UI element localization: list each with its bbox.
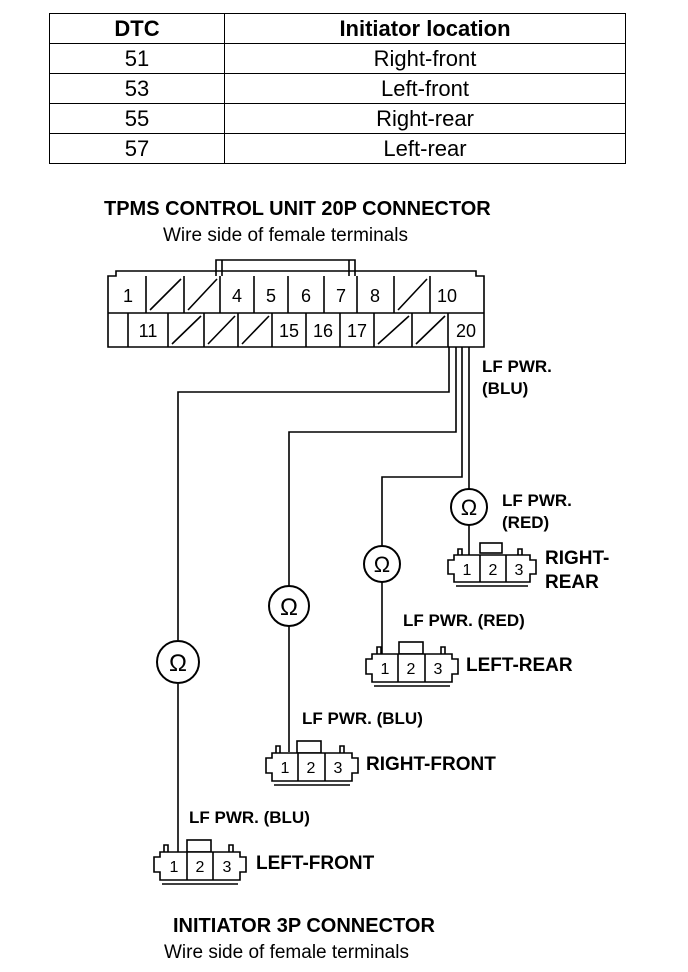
initiator-subtitle: Wire side of female terminals xyxy=(164,942,409,963)
control-unit-title: TPMS CONTROL UNIT 20P CONNECTOR xyxy=(104,198,491,220)
pin-label: 1 xyxy=(463,562,472,579)
pin-label: 2 xyxy=(489,562,498,579)
pin-label: 8 xyxy=(370,286,380,306)
pin-label: 2 xyxy=(307,760,316,777)
label-lf-pwr-blu-right-front: LF PWR. (BLU) xyxy=(302,709,423,728)
ohmmeter-icon: Ω xyxy=(156,640,200,684)
pin-label: 16 xyxy=(313,321,333,341)
pin-label: 5 xyxy=(266,286,276,306)
table-row: 57 Left-rear xyxy=(49,133,626,164)
wire-left-front xyxy=(177,347,450,640)
dtc-code: 57 xyxy=(49,133,225,164)
pin-label: 2 xyxy=(196,859,205,876)
pin-label: 11 xyxy=(139,321,158,341)
label-lf-pwr-red-right-rear: LF PWR. (RED) xyxy=(502,491,572,532)
table-header-row: DTC Initiator location xyxy=(49,13,626,44)
pin-label: 1 xyxy=(281,760,290,777)
initiator-location: Left-front xyxy=(224,73,626,104)
pin-label: 1 xyxy=(381,661,390,678)
pin-label: 3 xyxy=(515,562,524,579)
initiator-connector-right-front xyxy=(265,740,359,786)
svg-text:Ω: Ω xyxy=(280,594,298,621)
initiator-connector-right-rear xyxy=(447,542,537,587)
ohmmeter-icon: Ω xyxy=(450,488,488,526)
pin-label: 4 xyxy=(232,286,242,306)
initiator-title: INITIATOR 3P CONNECTOR xyxy=(173,915,435,937)
pin-label: 20 xyxy=(456,321,476,341)
initiator-location: Left-rear xyxy=(224,133,626,164)
header-initiator-location: Initiator location xyxy=(224,13,626,44)
wire-left-rear xyxy=(381,347,463,546)
pin-label: 2 xyxy=(407,661,416,678)
svg-text:Ω: Ω xyxy=(461,495,477,520)
header-dtc: DTC xyxy=(49,13,225,44)
pin-label: 7 xyxy=(336,286,346,306)
dtc-code: 51 xyxy=(49,43,225,74)
label-lf-pwr-red-left-rear: LF PWR. (RED) xyxy=(403,611,525,630)
pin-label: 10 xyxy=(437,286,457,306)
pin-label: 1 xyxy=(170,859,179,876)
ohmmeter-icon: Ω xyxy=(268,585,310,627)
label-left-rear: LEFT-REAR xyxy=(466,655,573,676)
label-right-front: RIGHT-FRONT xyxy=(366,754,496,775)
pin-label: 1 xyxy=(123,286,133,306)
pin-label: 6 xyxy=(301,286,311,306)
initiator-connector-left-front xyxy=(153,839,247,885)
tpms-20p-connector xyxy=(107,259,485,348)
pin-label: 17 xyxy=(347,321,367,341)
label-left-front: LEFT-FRONT xyxy=(256,853,375,874)
initiator-connector-left-rear xyxy=(365,641,459,687)
dtc-table: DTC Initiator location 51 Right-front 53… xyxy=(49,13,626,164)
pin-label: 15 xyxy=(279,321,299,341)
pin-label: 3 xyxy=(434,661,443,678)
label-lf-pwr-blu-left-front: LF PWR. (BLU) xyxy=(189,808,310,827)
svg-text:Ω: Ω xyxy=(169,650,187,677)
pin-label: 3 xyxy=(334,760,343,777)
svg-text:Ω: Ω xyxy=(374,552,390,577)
wires xyxy=(177,347,470,852)
ohmmeter-icon: Ω xyxy=(363,545,401,583)
control-unit-subtitle: Wire side of female terminals xyxy=(163,225,408,246)
label-right-rear: RIGHT- REAR xyxy=(545,548,610,593)
wire-right-front xyxy=(288,347,457,586)
pin-label: 3 xyxy=(223,859,232,876)
label-lf-pwr-blu: LF PWR. (BLU) xyxy=(482,357,552,398)
